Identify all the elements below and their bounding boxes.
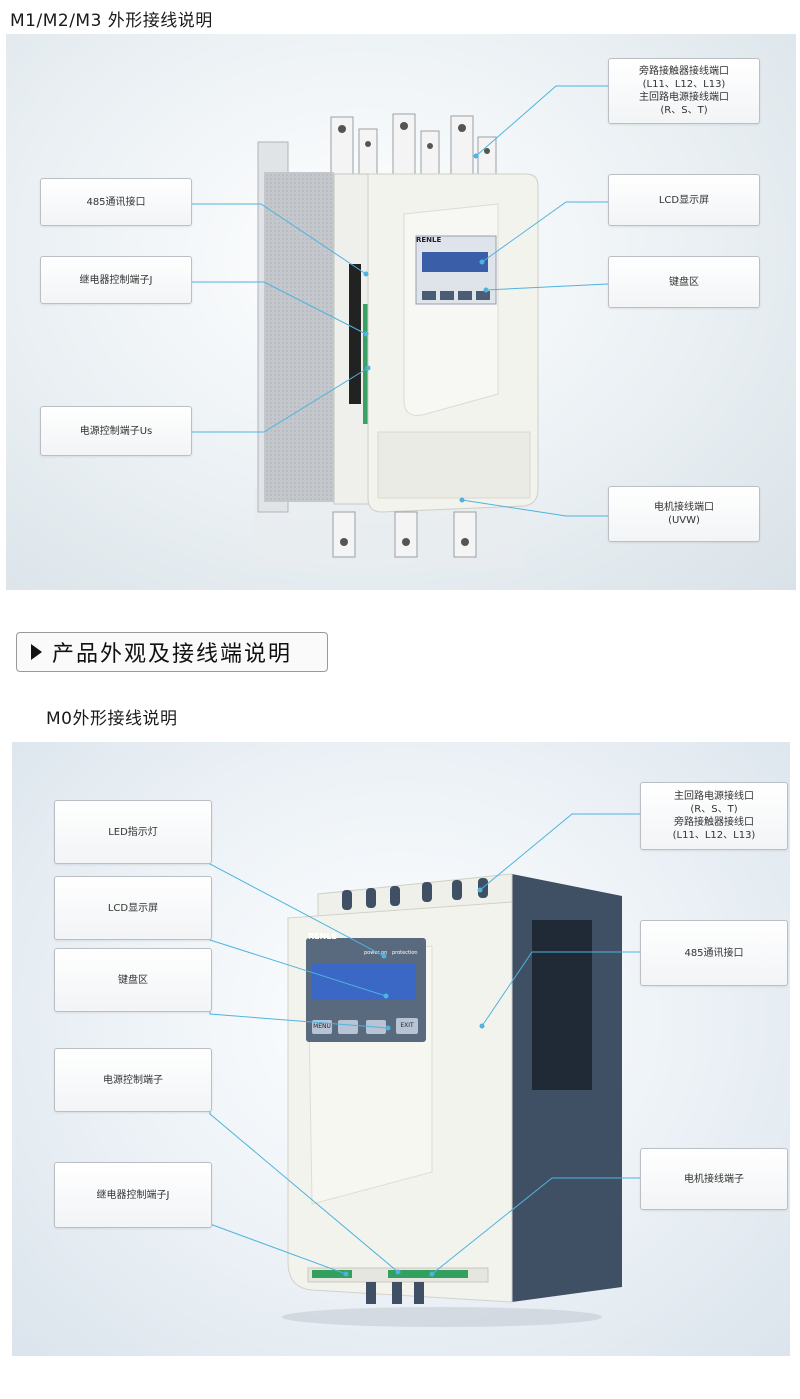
callout-text: 继电器控制端子J [96,1189,170,1201]
section2-diagram-panel: RENLE MENU EXIT power on protection LED指… [12,742,790,1356]
callout-text: 电机接线端口 [654,502,714,513]
callout-text: 485通讯接口 [86,196,146,208]
callout-text: 主回路电源接线端口 [639,92,729,103]
callout-bypass-mains-port: 旁路接触器接线端口 (L11、L12、L13) 主回路电源接线端口 (R、S、T… [608,58,760,124]
callout-text: LCD显示屏 [658,194,710,206]
callout-power-terminal: 电源控制端子 [54,1048,212,1112]
callout-text: 继电器控制端子J [79,274,153,286]
section1-leader-lines [191,85,609,517]
callout-lcd-screen: LCD显示屏 [608,174,760,226]
callout-text: (L11、L12、L13) [672,830,756,841]
section-banner: 产品外观及接线端说明 [16,632,328,672]
section2-heading: M0外形接线说明 [46,709,178,729]
led-label-power: power on [364,950,388,956]
callout-text: (L11、L12、L13) [642,79,726,90]
callout-relay-terminal: 继电器控制端子J [40,256,192,304]
m1-brand-logo: RENLE [416,236,442,244]
callout-keypad: 键盘区 [54,948,212,1012]
callout-text: (R、S、T) [690,804,738,815]
callout-text: 主回路电源接线口 [674,791,754,802]
key-menu-label: MENU [313,1023,331,1030]
led-label-protection: protection [392,950,418,956]
callout-text: 键盘区 [118,974,148,986]
callout-motor-terminal: 电机接线端子 [640,1148,788,1210]
key-exit-label: EXIT [400,1022,414,1029]
callout-text: 485通讯接口 [684,947,744,959]
callout-relay-terminal: 继电器控制端子J [54,1162,212,1228]
callout-text: (UVW) [668,515,700,526]
callout-led-indicator: LED指示灯 [54,800,212,864]
callout-text: LED指示灯 [108,826,158,838]
callout-motor-port: 电机接线端口 (UVW) [608,486,760,542]
m0-device-illustration [282,873,622,1327]
banner-title: 产品外观及接线端说明 [52,642,293,667]
triangle-icon [31,644,42,660]
callout-text: 电源控制端子 [103,1074,163,1086]
callout-lcd-screen: LCD显示屏 [54,876,212,940]
callout-text: (R、S、T) [660,105,708,116]
callout-text: 旁路接触器接线口 [674,817,754,828]
callout-text: 电机接线端子 [684,1173,744,1185]
callout-text: 旁路接触器接线端口 [639,66,729,77]
callout-text: 键盘区 [669,276,699,288]
callout-text: LCD显示屏 [107,902,159,914]
callout-power-terminal: 电源控制端子Us [40,406,192,456]
callout-485-port: 485通讯接口 [40,178,192,226]
callout-text: 电源控制端子Us [79,425,153,437]
m1-device-illustration [254,113,539,569]
callout-485-port: 485通讯接口 [640,920,788,986]
section1-heading: M1/M2/M3 外形接线说明 [10,11,213,31]
callout-keypad: 键盘区 [608,256,760,308]
callout-mains-bypass-port: 主回路电源接线口 (R、S、T) 旁路接触器接线口 (L11、L12、L13) [640,782,788,850]
section1-diagram-panel: RENLE 旁路接触器接线端口 (L11、L12、L13) 主回路电源接线端口 … [6,34,796,590]
m0-brand-logo: RENLE [308,932,337,941]
